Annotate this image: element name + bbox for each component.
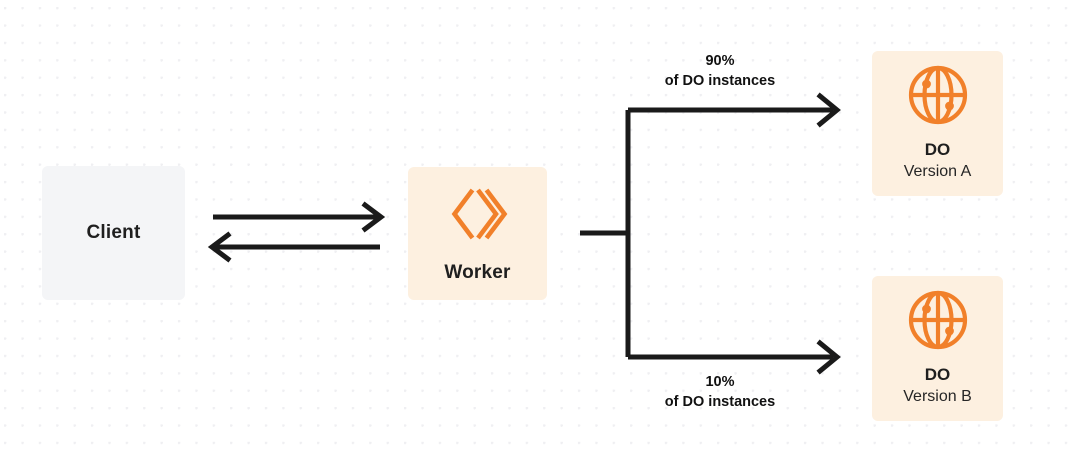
node-client: Client [42, 166, 185, 300]
node-do-a-sublabel: Version A [903, 162, 972, 180]
node-do-b-sublabel: Version B [903, 387, 972, 405]
arrow-worker-to-do-b [628, 339, 841, 375]
globe-icon [907, 64, 969, 131]
cloudflare-workers-icon [448, 184, 508, 249]
flow-label-do-b-percent: 10% [705, 374, 735, 390]
flow-label-do-a: 90% of DO instances [627, 51, 813, 91]
flow-label-do-b-caption: of DO instances [664, 394, 776, 410]
node-worker-label: Worker [444, 261, 511, 283]
flow-label-do-b: 10% of DO instances [627, 372, 813, 412]
flow-label-do-a-percent: 90% [705, 53, 735, 69]
globe-icon [907, 289, 969, 356]
flow-label-do-a-caption: of DO instances [664, 73, 776, 89]
arrow-worker-to-do-a [628, 92, 841, 128]
node-do-a-label: DO [924, 140, 951, 160]
arrow-client-to-worker [213, 201, 386, 233]
node-do-version-b: DO Version B [872, 276, 1003, 421]
node-worker: Worker [408, 167, 547, 300]
branch-trunk [580, 110, 631, 357]
node-client-label: Client [86, 221, 141, 243]
arrow-worker-to-client [207, 231, 380, 263]
node-do-version-a: DO Version A [872, 51, 1003, 196]
node-do-b-label: DO [924, 365, 951, 385]
